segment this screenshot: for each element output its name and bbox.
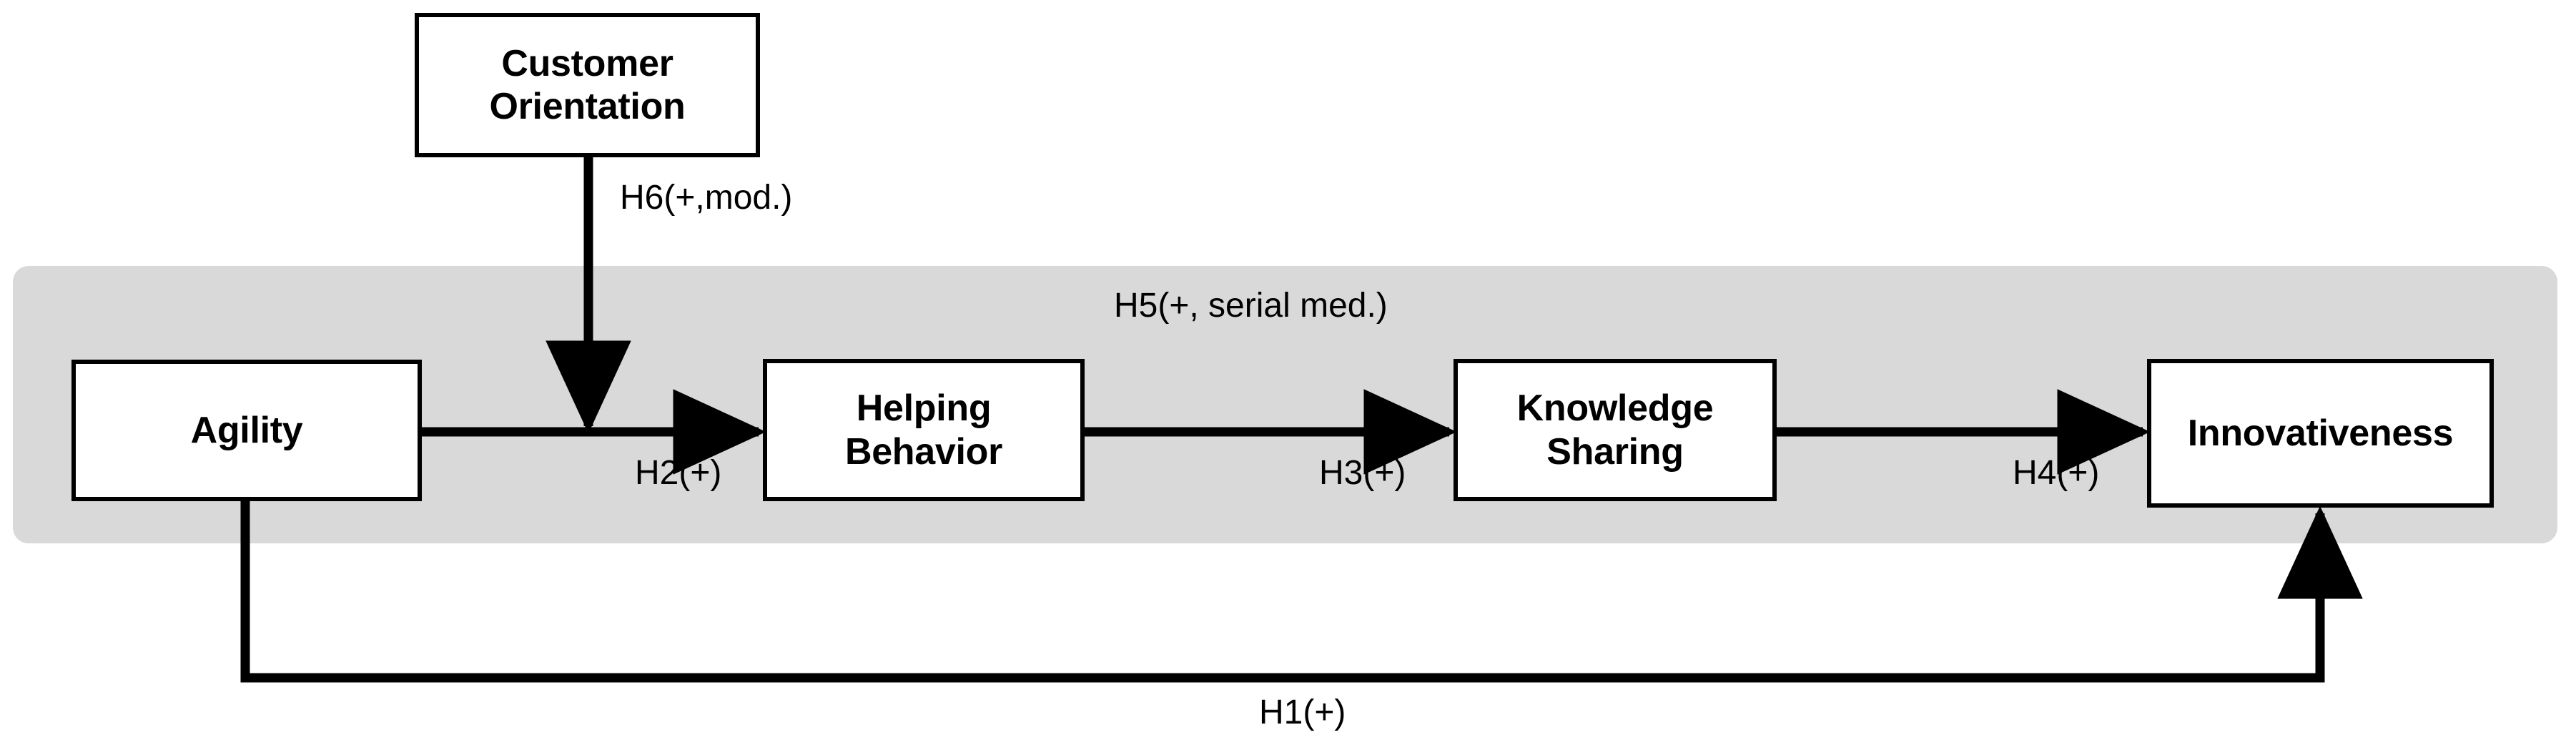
path-label-h3: H3(+): [1319, 454, 1406, 492]
node-innovativeness[interactable]: Innovativeness: [2147, 359, 2494, 508]
node-agility[interactable]: Agility: [71, 360, 422, 501]
node-helping-behavior[interactable]: Helping Behavior: [763, 359, 1085, 501]
node-agility-label: Agility: [190, 409, 303, 451]
node-innovativeness-label: Innovativeness: [2187, 412, 2454, 454]
path-label-h2: H2(+): [635, 454, 722, 492]
node-knowledge-sharing[interactable]: Knowledge Sharing: [1454, 359, 1777, 501]
serial-mediation-band: [13, 266, 2557, 543]
path-label-h5: H5(+, serial med.): [1114, 287, 1388, 325]
path-label-h1: H1(+): [1259, 694, 1346, 731]
node-knowledge-sharing-label: Knowledge Sharing: [1516, 388, 1714, 473]
node-helping-behavior-label: Helping Behavior: [844, 388, 1003, 473]
path-label-h4: H4(+): [2013, 454, 2100, 492]
path-h1-arrow: [240, 500, 2363, 683]
node-customer-orientation-label: Customer Orientation: [489, 42, 686, 127]
path-label-h6: H6(+,mod.): [620, 179, 793, 217]
node-customer-orientation[interactable]: Customer Orientation: [415, 13, 760, 157]
